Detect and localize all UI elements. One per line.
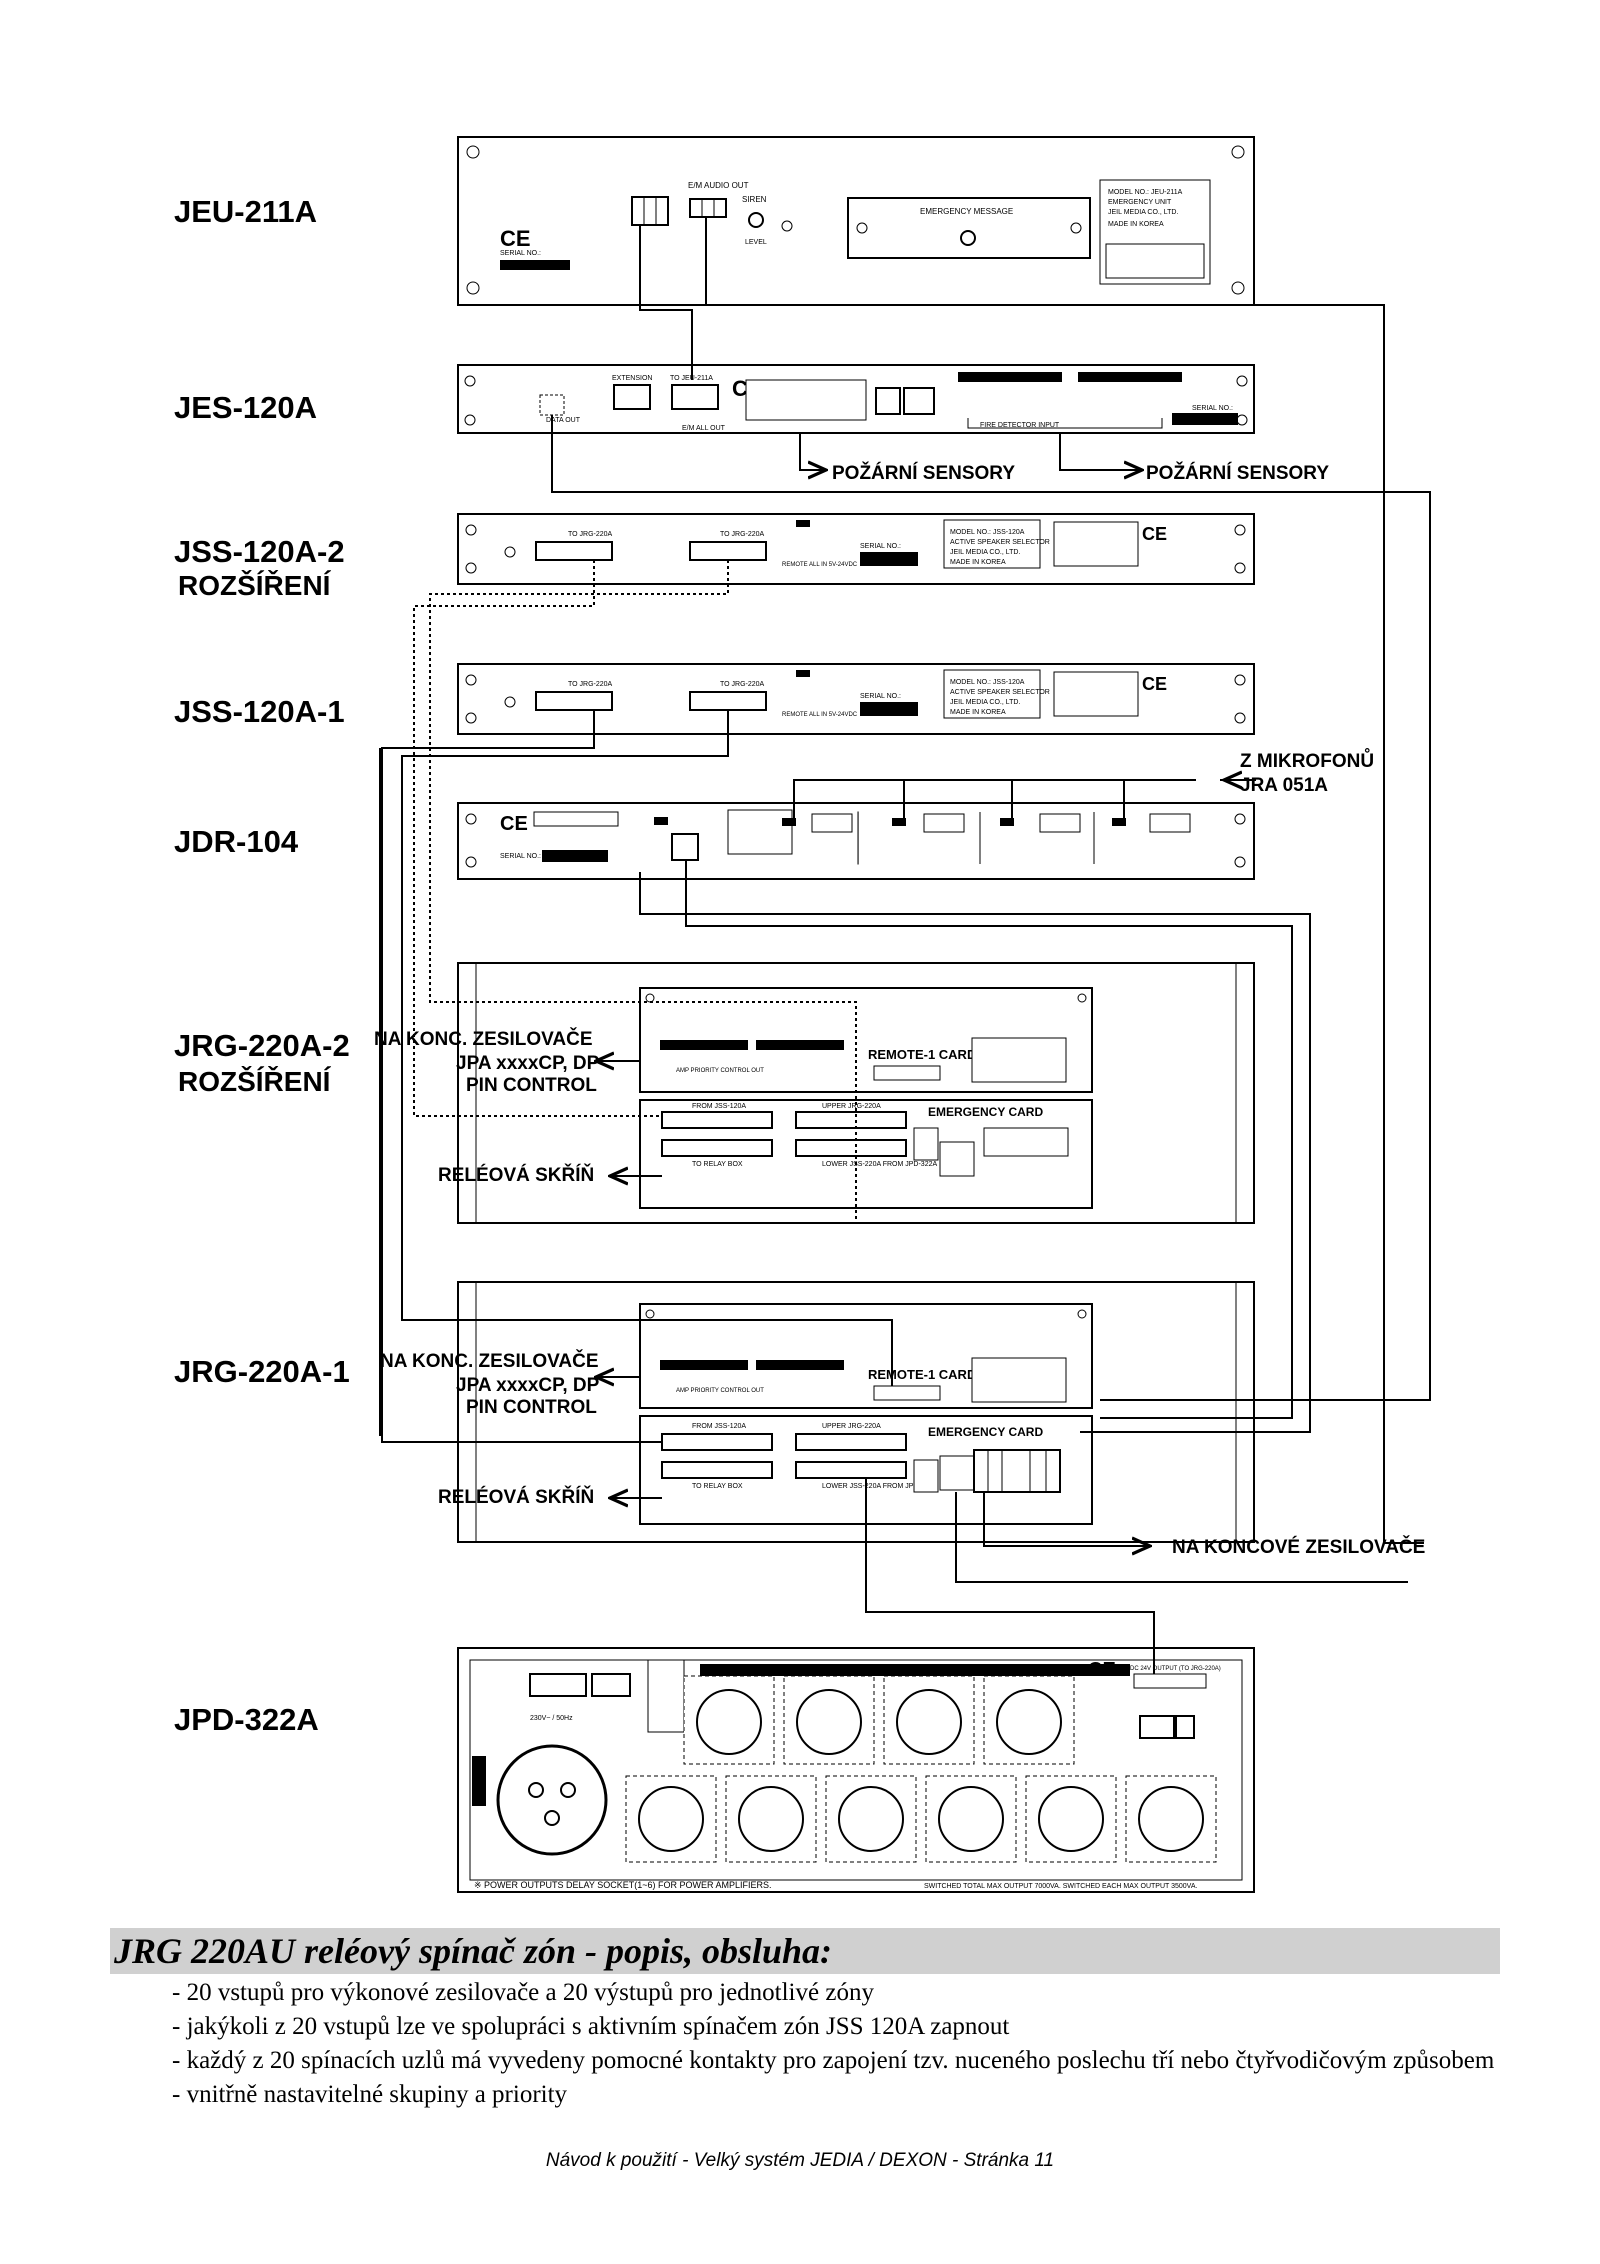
svg-text:SWITCHED TOTAL MAX OUTPUT 7000: SWITCHED TOTAL MAX OUTPUT 7000VA. SWITCH… bbox=[924, 1883, 1198, 1890]
svg-text:LEVEL: LEVEL bbox=[745, 239, 767, 246]
device-jrg-220a-1: JRG-220A-1 bbox=[174, 1354, 350, 1389]
jss-120a-2-panel: TO JRG-220A TO JRG-220A REMOTE ALL IN 5V… bbox=[457, 513, 1255, 585]
svg-text:AMP PRIORITY CONTROL OUT: AMP PRIORITY CONTROL OUT bbox=[676, 1388, 764, 1394]
svg-text:E/M ALL OUT: E/M ALL OUT bbox=[682, 425, 726, 432]
svg-text:EMERGENCY UNIT: EMERGENCY UNIT bbox=[1108, 199, 1172, 206]
jpd-322a-panel: 230V~ / 50Hz bbox=[457, 1647, 1255, 1893]
svg-text:JEIL MEDIA CO., LTD.: JEIL MEDIA CO., LTD. bbox=[950, 549, 1020, 556]
fire-sensors-label-2: POŽÁRNÍ SENSORY bbox=[1146, 463, 1329, 484]
svg-text:TO JRG-220A: TO JRG-220A bbox=[568, 681, 613, 688]
jss-120a-1-panel: TO JRG-220A TO JRG-220A REMOTE ALL IN 5V… bbox=[457, 663, 1255, 735]
svg-text:MODEL NO.: JSS-120A: MODEL NO.: JSS-120A bbox=[950, 529, 1025, 536]
svg-text:JEIL MEDIA CO., LTD.: JEIL MEDIA CO., LTD. bbox=[950, 699, 1020, 706]
svg-text:FIRE DETECTOR INPUT: FIRE DETECTOR INPUT bbox=[980, 422, 1060, 429]
svg-text:MODEL NO.: JSS-120A: MODEL NO.: JSS-120A bbox=[950, 679, 1025, 686]
svg-text:CE: CE bbox=[1142, 524, 1167, 544]
to-final-amps-label: NA KONCOVÉ ZESILOVAČE bbox=[1172, 1537, 1426, 1558]
device-jrg-220a-2: JRG-220A-2 bbox=[174, 1028, 350, 1063]
wires bbox=[379, 217, 1431, 1674]
from-mic-label: Z MIKROFONŮ bbox=[1240, 751, 1375, 772]
svg-text:UPPER JRG-220A: UPPER JRG-220A bbox=[822, 1103, 881, 1110]
svg-text:REMOTE-1 CARD: REMOTE-1 CARD bbox=[868, 1047, 976, 1062]
svg-text:※ POWER OUTPUTS DELAY SOCKET(1: ※ POWER OUTPUTS DELAY SOCKET(1~6) FOR PO… bbox=[474, 1880, 772, 1890]
jdr-104-panel: CE SERIAL NO.: bbox=[457, 802, 1255, 880]
svg-text:CE: CE bbox=[1142, 674, 1167, 694]
svg-text:SERIAL NO.:: SERIAL NO.: bbox=[500, 853, 541, 860]
svg-text:EXTENSION: EXTENSION bbox=[612, 375, 652, 382]
device-jss-120a-2: JSS-120A-2 bbox=[174, 534, 345, 569]
feature-item: - vnitřně nastavitelné skupiny a priorit… bbox=[172, 2081, 568, 2108]
amp1-label-2: JPA xxxxCP, DP bbox=[456, 1375, 600, 1396]
device-jrg-220a-2-sub: ROZŠÍŘENÍ bbox=[178, 1066, 331, 1097]
svg-text:MADE IN KOREA: MADE IN KOREA bbox=[950, 709, 1006, 716]
section-heading-text: JRG 220AU reléový spínač zón - popis, ob… bbox=[114, 1931, 833, 1971]
jes-120a-panel: DATA OUT EXTENSION TO JEU-211A CE E/M AL… bbox=[457, 364, 1255, 434]
svg-text:DATA OUT: DATA OUT bbox=[546, 417, 581, 424]
serial-label: SERIAL NO.: bbox=[500, 250, 541, 257]
feature-item: - 20 vstupů pro výkonové zesilovače a 20… bbox=[172, 1979, 874, 2006]
svg-text:CE: CE bbox=[500, 226, 531, 251]
feature-item: - každý z 20 spínacích uzlů má vyvedeny … bbox=[172, 2047, 1495, 2074]
wiring-diagram: CE SERIAL NO.: E/M AUDIO OUT SIREN LEVEL… bbox=[379, 136, 1431, 1893]
amp2-label-2: JPA xxxxCP, DP bbox=[456, 1053, 600, 1074]
svg-text:LOWER JSS-220A FROM JPD-322A: LOWER JSS-220A FROM JPD-322A bbox=[822, 1161, 937, 1168]
jrg-220a-1-rack: AMP PRIORITY CONTROL OUT REMOTE-1 CARD F… bbox=[457, 1281, 1255, 1543]
section-heading: JRG 220AU reléový spínač zón - popis, ob… bbox=[110, 1928, 1500, 1974]
svg-text:EMERGENCY MESSAGE: EMERGENCY MESSAGE bbox=[920, 207, 1013, 216]
feature-list: - 20 vstupů pro výkonové zesilovače a 20… bbox=[172, 1976, 1532, 2112]
svg-text:REMOTE-1 CARD: REMOTE-1 CARD bbox=[868, 1367, 976, 1382]
svg-text:TO JRG-220A: TO JRG-220A bbox=[568, 531, 613, 538]
svg-text:EMERGENCY CARD: EMERGENCY CARD bbox=[928, 1105, 1043, 1119]
device-jes-120a: JES-120A bbox=[174, 390, 318, 425]
svg-text:JEIL MEDIA CO., LTD.: JEIL MEDIA CO., LTD. bbox=[1108, 209, 1178, 216]
svg-text:TO JRG-220A: TO JRG-220A bbox=[720, 531, 765, 538]
svg-text:EMERGENCY CARD: EMERGENCY CARD bbox=[928, 1425, 1043, 1439]
device-jss-120a-1: JSS-120A-1 bbox=[174, 694, 345, 729]
svg-text:DC 24V OUTPUT (TO JRG-220A): DC 24V OUTPUT (TO JRG-220A) bbox=[1130, 1666, 1221, 1672]
svg-text:E/M AUDIO OUT: E/M AUDIO OUT bbox=[688, 181, 749, 190]
fire-sensors-label-1: POŽÁRNÍ SENSORY bbox=[832, 463, 1015, 484]
svg-text:TO RELAY BOX: TO RELAY BOX bbox=[692, 1161, 743, 1168]
from-mic-model-label: JRA 051A bbox=[1240, 775, 1329, 796]
svg-text:MADE IN KOREA: MADE IN KOREA bbox=[1108, 221, 1164, 228]
amp1-label-1: NA KONC. ZESILOVAČE bbox=[380, 1351, 599, 1372]
svg-text:FROM JSS-120A: FROM JSS-120A bbox=[692, 1423, 746, 1430]
jeu-211a-panel: CE SERIAL NO.: E/M AUDIO OUT SIREN LEVEL… bbox=[457, 136, 1255, 306]
svg-text:FROM JSS-120A: FROM JSS-120A bbox=[692, 1103, 746, 1110]
svg-text:UPPER JRG-220A: UPPER JRG-220A bbox=[822, 1423, 881, 1430]
amp2-label-3: PIN CONTROL bbox=[466, 1075, 597, 1096]
svg-text:ACTIVE SPEAKER SELECTOR: ACTIVE SPEAKER SELECTOR bbox=[950, 539, 1050, 546]
upper-sockets bbox=[683, 1675, 1075, 1765]
svg-text:SIREN: SIREN bbox=[742, 195, 767, 204]
amp2-label-1: NA KONC. ZESILOVAČE bbox=[374, 1029, 593, 1050]
svg-text:230V~ / 50Hz: 230V~ / 50Hz bbox=[530, 1715, 573, 1722]
svg-text:CE: CE bbox=[1088, 1659, 1116, 1681]
device-jdr-104: JDR-104 bbox=[174, 824, 299, 859]
device-jss-120a-2-sub: ROZŠÍŘENÍ bbox=[178, 570, 331, 601]
device-jpd-322a: JPD-322A bbox=[174, 1702, 319, 1737]
svg-text:SERIAL NO.:: SERIAL NO.: bbox=[1192, 405, 1233, 412]
svg-text:AMP PRIORITY CONTROL OUT: AMP PRIORITY CONTROL OUT bbox=[676, 1068, 764, 1074]
svg-text:ACTIVE SPEAKER SELECTOR: ACTIVE SPEAKER SELECTOR bbox=[950, 689, 1050, 696]
relay-box-label-2: RELÉOVÁ SKŘÍŇ bbox=[438, 1165, 595, 1186]
svg-text:CE: CE bbox=[500, 813, 528, 835]
svg-text:REMOTE ALL IN 5V-24VDC: REMOTE ALL IN 5V-24VDC bbox=[782, 562, 858, 568]
relay-box-label-1: RELÉOVÁ SKŘÍŇ bbox=[438, 1487, 595, 1508]
svg-text:TO RELAY BOX: TO RELAY BOX bbox=[692, 1483, 743, 1490]
svg-text:TO JRG-220A: TO JRG-220A bbox=[720, 681, 765, 688]
svg-text:MODEL NO.: JEU-211A: MODEL NO.: JEU-211A bbox=[1108, 189, 1183, 196]
svg-text:MADE IN KOREA: MADE IN KOREA bbox=[950, 559, 1006, 566]
svg-text:SERIAL NO.:: SERIAL NO.: bbox=[860, 693, 901, 700]
svg-text:LOWER JSS-220A FROM JPD-322A: LOWER JSS-220A FROM JPD-322A bbox=[822, 1483, 937, 1490]
amp1-label-3: PIN CONTROL bbox=[466, 1397, 597, 1418]
page-footer: Návod k použití - Velký systém JEDIA / D… bbox=[545, 2150, 1055, 2171]
svg-text:SERIAL NO.:: SERIAL NO.: bbox=[860, 543, 901, 550]
device-jeu-211a: JEU-211A bbox=[174, 194, 318, 229]
lower-sockets bbox=[625, 1775, 1217, 1863]
feature-item: - jakýkoli z 20 vstupů lze ve spolupráci… bbox=[172, 2013, 1010, 2040]
svg-text:REMOTE ALL IN 5V-24VDC: REMOTE ALL IN 5V-24VDC bbox=[782, 712, 858, 718]
